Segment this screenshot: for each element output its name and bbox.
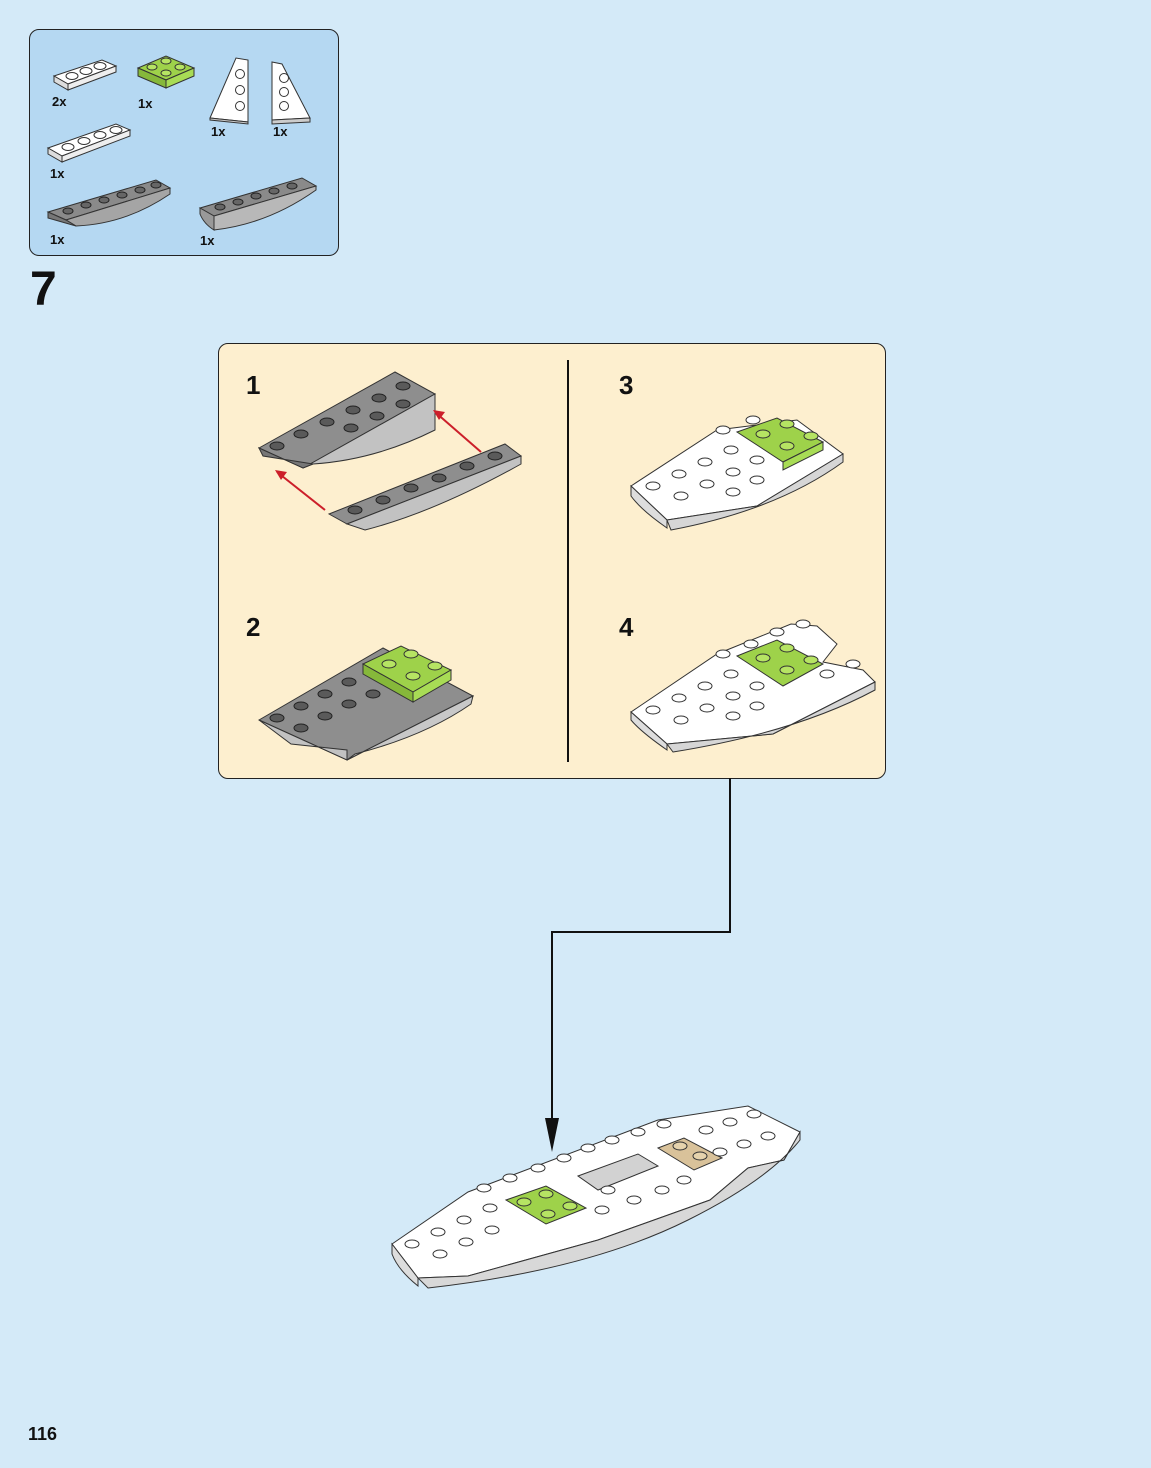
qty-wedge-left: 1x xyxy=(211,124,226,139)
qty-slope-dark: 1x xyxy=(50,232,65,247)
slope-inverted-dark-grey-icon xyxy=(46,179,172,227)
plate-1x3-white-icon xyxy=(52,59,118,91)
subpanel-divider xyxy=(567,360,569,762)
subassembly-panel: 1 2 3 4 xyxy=(218,343,886,779)
plate-1x4-white-icon xyxy=(46,123,132,163)
wedge-plate-left-icon xyxy=(209,57,249,125)
substep-1-illustration xyxy=(257,371,523,531)
substep-3-illustration xyxy=(630,415,844,531)
substep-label-3: 3 xyxy=(619,370,634,400)
page-number: 116 xyxy=(28,1424,58,1444)
substep-2-illustration xyxy=(257,645,475,761)
final-assembly-illustration xyxy=(391,1105,801,1289)
slope-inverted-light-grey-icon xyxy=(198,177,318,231)
parts-list-panel: 2x 1x 1x 1x 1x xyxy=(29,29,339,256)
substep-label-2: 2 xyxy=(246,612,261,642)
qty-plate-1x4: 1x xyxy=(50,166,65,181)
assembly-arrow xyxy=(276,411,482,511)
qty-plate-2x2-green: 1x xyxy=(138,96,153,111)
qty-slope-light: 1x xyxy=(200,233,215,248)
step-number: 7 xyxy=(30,263,57,316)
substep-label-1: 1 xyxy=(246,370,261,400)
plate-2x2-green-icon xyxy=(136,55,196,89)
qty-plate-1x3: 2x xyxy=(52,94,67,109)
substep-label-4: 4 xyxy=(619,612,634,642)
connector-arrow xyxy=(545,778,731,1152)
substep-4-illustration xyxy=(630,619,876,753)
wedge-plate-right-icon xyxy=(271,61,311,125)
qty-wedge-right: 1x xyxy=(273,124,288,139)
